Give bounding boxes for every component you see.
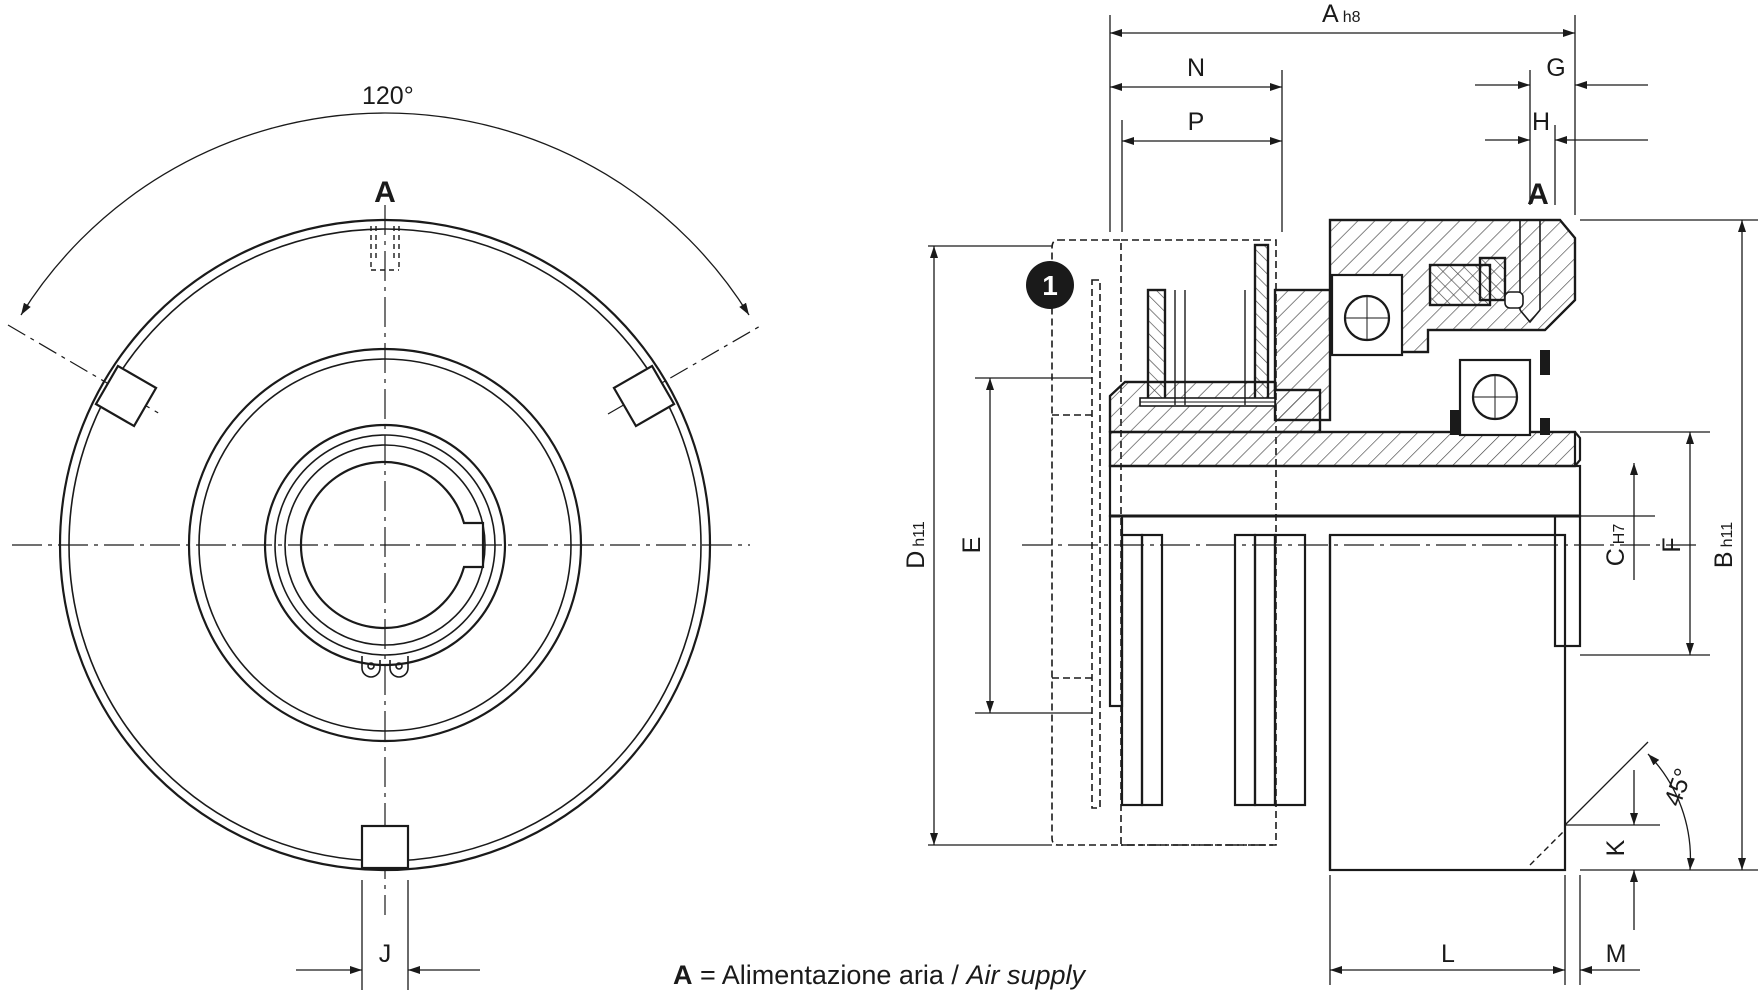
disc-3 bbox=[1233, 533, 1257, 807]
dimension-G-label: G bbox=[1546, 54, 1565, 82]
angle-120-arc bbox=[20, 112, 750, 316]
side-view bbox=[1022, 218, 1700, 872]
bearing-1 bbox=[1330, 273, 1404, 357]
right-slot bbox=[612, 364, 676, 428]
bearing-2 bbox=[1450, 350, 1550, 437]
dimension-D-tolerance: h11 bbox=[911, 521, 928, 547]
disc-4 bbox=[1253, 533, 1277, 807]
dimension-D-label: Dh11 bbox=[902, 521, 930, 569]
dimension-A-letter: A bbox=[1322, 0, 1339, 28]
hub-ring-inner bbox=[274, 434, 496, 656]
dimension-L-label: L bbox=[1441, 940, 1455, 968]
caption-italian: Alimentazione aria bbox=[721, 960, 944, 990]
spring-plate-section bbox=[1146, 288, 1167, 407]
left-slot bbox=[94, 364, 158, 428]
dimension-C-tolerance: H7 bbox=[1611, 524, 1628, 545]
hub-lower bbox=[1108, 464, 1582, 518]
circlip-ring bbox=[284, 444, 486, 646]
hub-ring bbox=[263, 423, 507, 667]
dimension-P-label: P bbox=[1188, 108, 1205, 136]
disc-1 bbox=[1120, 533, 1144, 807]
dimension-K-label: K bbox=[1602, 839, 1630, 856]
side-air-port bbox=[1504, 220, 1541, 324]
dimension-B-label: Bh11 bbox=[1710, 522, 1738, 568]
circlip-ears bbox=[361, 656, 409, 678]
outer-ring bbox=[58, 218, 712, 872]
insert-outline bbox=[1428, 263, 1492, 307]
callout-circle bbox=[1026, 261, 1074, 309]
dimension-J-label: J bbox=[379, 940, 392, 968]
pin bbox=[1139, 397, 1276, 407]
caption-equals: = bbox=[692, 960, 722, 990]
dimension-J bbox=[296, 880, 480, 990]
legend-caption: A = Alimentazione aria / Air supply bbox=[0, 960, 1758, 991]
angle-45-arc bbox=[1647, 753, 1695, 871]
lower-body bbox=[1108, 464, 1582, 872]
drive-ring bbox=[1273, 533, 1307, 807]
chamfer-hidden-line bbox=[1529, 829, 1566, 866]
angle-45-label: 45° bbox=[1659, 765, 1698, 810]
dimension-N-label: N bbox=[1187, 54, 1205, 82]
angle-120-label: 120° bbox=[362, 82, 414, 110]
dimension-B-letter: B bbox=[1710, 551, 1738, 568]
dimension-A-tolerance: h8 bbox=[1343, 9, 1361, 26]
dimension-B-tolerance: h11 bbox=[1719, 522, 1736, 548]
caption-english: Air supply bbox=[966, 960, 1085, 990]
air-port-hidden-lines bbox=[370, 226, 400, 271]
dimension-F-label: F bbox=[1658, 537, 1686, 552]
piston-outline bbox=[1273, 288, 1332, 422]
dimension-H-label: H bbox=[1532, 108, 1550, 136]
dimension-M-label: M bbox=[1606, 940, 1627, 968]
front-port-label: A bbox=[374, 176, 396, 209]
seal-outline bbox=[1478, 256, 1507, 302]
bottom-slot bbox=[360, 824, 410, 870]
piston-section bbox=[1273, 288, 1332, 422]
spring bbox=[1174, 290, 1246, 405]
dimension-D-letter: D bbox=[902, 551, 930, 569]
main-hub-section bbox=[1108, 430, 1577, 468]
callout-number: 1 bbox=[1042, 270, 1058, 301]
outer-housing bbox=[1328, 533, 1567, 872]
side-port-label: A bbox=[1527, 178, 1549, 211]
bearing-carrier bbox=[1553, 514, 1582, 648]
body-ring-inner bbox=[198, 358, 572, 732]
disc-2 bbox=[1140, 533, 1164, 807]
caption-separator: / bbox=[943, 960, 967, 990]
front-view bbox=[7, 112, 763, 990]
chamfer-45-extension bbox=[1564, 741, 1649, 826]
dimension-C-label: C H7 bbox=[1602, 524, 1630, 567]
side-dimensions bbox=[928, 15, 1758, 985]
dimension-E-label: E bbox=[958, 537, 986, 554]
body-ring bbox=[187, 347, 583, 743]
bore-with-keyway bbox=[299, 460, 485, 630]
dimension-C-letter: C bbox=[1602, 548, 1630, 566]
caption-letter: A bbox=[673, 960, 693, 990]
